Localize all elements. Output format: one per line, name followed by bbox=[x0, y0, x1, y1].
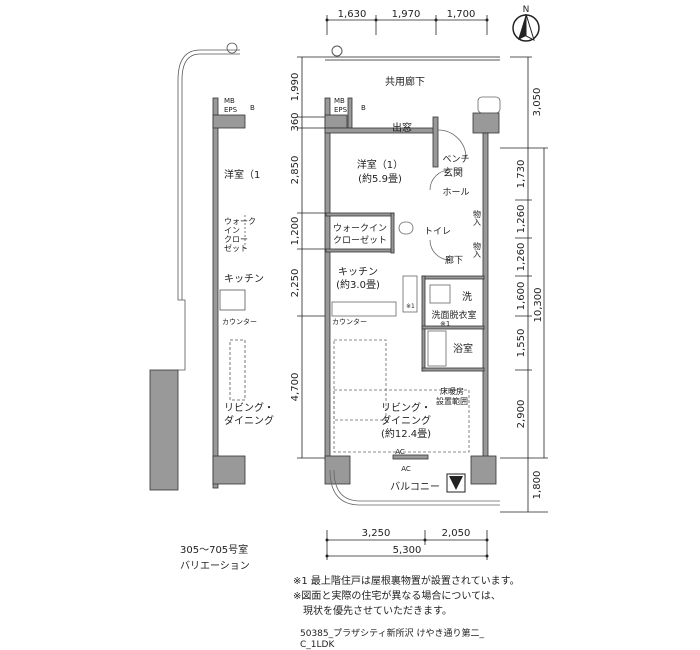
dim-left-2: 360 bbox=[290, 112, 301, 131]
label-kitchen-size: (約3.0畳) bbox=[336, 278, 380, 291]
variation-caption-2: バリエーション bbox=[180, 561, 250, 572]
label-floor-heating-1: 床暖房 bbox=[440, 386, 464, 396]
label-bay-window: 出窓 bbox=[392, 121, 412, 134]
dim-left-3: 2,850 bbox=[290, 156, 301, 185]
dim-right-3: 1,260 bbox=[516, 205, 527, 234]
label-dressing-room: 洗面脱衣室 bbox=[431, 309, 476, 321]
var-label-western-room: 洋室（1 bbox=[224, 168, 260, 181]
dim-right-total: 10,300 bbox=[533, 288, 544, 323]
label-corridor: 共用廊下 bbox=[385, 75, 425, 88]
corridor-outline bbox=[325, 45, 500, 61]
var-label-living-2: ダイニング bbox=[224, 414, 274, 427]
svg-text:N: N bbox=[523, 5, 530, 15]
label-entrance: 玄関 bbox=[443, 166, 463, 179]
dim-right-7: 2,900 bbox=[516, 400, 527, 429]
var-walk-in-3: クロー bbox=[224, 235, 248, 244]
label-bench: ベンチ bbox=[442, 154, 469, 165]
dim-right-2: 1,730 bbox=[516, 160, 527, 189]
footer-line-1: 50385_プラザシティ新所沢 けやき通り第二_ bbox=[300, 629, 484, 639]
dim-left-6: 4,700 bbox=[290, 373, 301, 402]
var-label-living-1: リビング・ bbox=[224, 401, 274, 414]
dim-bottom-1: 3,250 bbox=[362, 528, 391, 539]
attic-hatch-icon bbox=[446, 473, 466, 493]
label-floor-heating-2: 設置範囲 bbox=[436, 396, 468, 406]
label-mb: MB bbox=[334, 97, 345, 105]
label-living-1: リビング・ bbox=[381, 401, 431, 414]
note-2: ※図面と実際の住宅が異なる場合については、 bbox=[293, 591, 501, 602]
variation-outline bbox=[177, 42, 246, 401]
variation-caption-1: 305～705号室 bbox=[180, 545, 249, 556]
dim-right-5: 1,600 bbox=[516, 282, 527, 311]
label-hall: ホール bbox=[442, 187, 469, 198]
label-walk-in-2: クローゼット bbox=[333, 234, 387, 246]
label-note-mark: ※1 bbox=[440, 320, 450, 328]
dim-right-6: 1,550 bbox=[516, 329, 527, 358]
variation-walls bbox=[149, 97, 246, 491]
label-living-2: ダイニング bbox=[381, 414, 431, 427]
var-label-eps: EPS bbox=[224, 106, 238, 114]
label-western-room-1: 洋室（1） bbox=[357, 158, 403, 171]
dim-right-4: 1,260 bbox=[516, 243, 527, 272]
dimension-lines bbox=[297, 15, 548, 560]
label-storage-1: 物入 bbox=[473, 209, 482, 226]
north-compass-icon: N bbox=[512, 5, 540, 42]
label-western-room-1-size: (約5.9畳) bbox=[358, 172, 402, 185]
fixtures bbox=[329, 96, 501, 506]
note-1: ※1 最上階住戸は屋根裏物置が設置されています。 bbox=[293, 576, 520, 587]
label-balcony: バルコニー bbox=[390, 481, 440, 493]
label-hallway: 廊下 bbox=[445, 254, 463, 266]
label-ac-1: AC bbox=[395, 448, 405, 456]
label-counter: カウンター bbox=[332, 317, 367, 326]
dim-right-8: 1,800 bbox=[532, 471, 543, 500]
label-ac-2: AC bbox=[401, 465, 411, 473]
var-walk-in-1: ウォーク bbox=[224, 217, 256, 226]
dim-bottom-2: 2,050 bbox=[442, 528, 471, 539]
var-walk-in-2: イン bbox=[224, 226, 240, 235]
var-label-b: B bbox=[250, 104, 255, 112]
label-storage-2: 物入 bbox=[473, 241, 482, 258]
label-walk-in-1: ウォークイン bbox=[333, 223, 387, 234]
footer-line-2: C_1LDK bbox=[300, 640, 335, 650]
label-living-size: (約12.4畳) bbox=[381, 427, 431, 440]
var-label-kitchen: キッチン bbox=[224, 273, 264, 285]
dim-left-4: 1,200 bbox=[290, 217, 301, 246]
dim-left-5: 2,250 bbox=[290, 269, 301, 298]
var-label-counter: カウンター bbox=[222, 317, 257, 326]
label-bath: 浴室 bbox=[453, 342, 473, 355]
walls bbox=[324, 97, 500, 485]
dim-right-1: 3,050 bbox=[532, 88, 543, 117]
dim-top-2: 1,970 bbox=[392, 9, 421, 20]
dim-top-1: 1,630 bbox=[338, 9, 367, 20]
note-3: 現状を優先させていただきます。 bbox=[293, 606, 452, 617]
var-walk-in-4: ゼット bbox=[224, 243, 248, 253]
label-note-mark-kitchen: ※1 bbox=[406, 303, 415, 310]
label-kitchen: キッチン bbox=[338, 266, 378, 278]
label-b: B bbox=[361, 104, 366, 112]
dim-top-3: 1,700 bbox=[447, 9, 476, 20]
dim-left-1: 1,990 bbox=[290, 73, 301, 102]
var-label-mb: MB bbox=[224, 97, 235, 105]
label-eps: EPS bbox=[334, 106, 348, 114]
label-toilet: トイレ bbox=[424, 227, 451, 237]
dim-bottom-total: 5,300 bbox=[393, 545, 422, 556]
label-washer: 洗 bbox=[462, 291, 472, 303]
